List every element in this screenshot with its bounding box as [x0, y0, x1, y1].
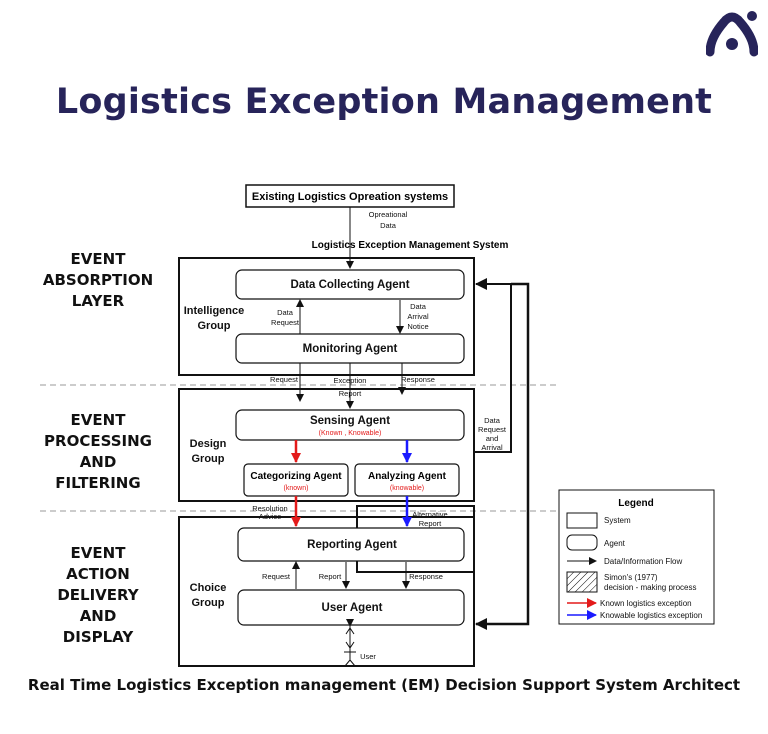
data-arrival-label-3: Notice: [407, 322, 428, 331]
data-collecting-agent: [235, 269, 465, 300]
advice-label: Advice: [259, 512, 282, 521]
sensing-agent-sub: (Known , Knowable): [319, 430, 382, 437]
sensing-agent-label: Sensing Agent: [310, 415, 390, 427]
operational-data-label-1: Opreational: [369, 210, 408, 219]
design-group-box: [178, 388, 475, 502]
analyzing-agent-sub: (knowable): [390, 485, 424, 492]
layer-processing-3: AND: [80, 453, 117, 471]
data-arrival-label-1: Data: [410, 302, 427, 311]
intelligence-group-label-1: Intelligence: [184, 305, 245, 317]
legend-simon-1: Simon's (1977): [604, 573, 658, 582]
sensing-agent: [235, 409, 465, 441]
response2-label: Response: [409, 572, 443, 581]
layer-delivery-2: ACTION: [66, 565, 130, 583]
side-data-label-3: and: [486, 434, 499, 443]
categorizing-agent-label: Categorizing Agent: [250, 471, 342, 482]
exception-report-label: Report: [339, 389, 362, 398]
legend-title: Legend: [618, 498, 654, 509]
data-request-label-2: Request: [271, 318, 300, 327]
layer-delivery-1: EVENT: [71, 544, 127, 562]
analyzing-agent-label: Analyzing Agent: [368, 471, 447, 482]
layer-delivery-3: DELIVERY: [57, 586, 139, 604]
alternative-label: Alternative: [412, 510, 447, 519]
intelligence-group-label-2: Group: [198, 320, 231, 332]
legend-system: System: [604, 516, 631, 525]
data-request-label-1: Data: [277, 308, 294, 317]
figure-caption: Real Time Logistics Exception management…: [27, 676, 741, 694]
side-data-label-2: Request: [478, 425, 507, 434]
side-data-label-1: Data: [484, 416, 501, 425]
alternative-report-label: Report: [419, 519, 442, 528]
layer-absorption-2: ABSORPTION: [43, 271, 153, 289]
legend-known: Known logistics exception: [600, 599, 692, 608]
layer-processing-4: FILTERING: [55, 474, 140, 492]
legend-knowable: Knowable logistics exception: [600, 611, 702, 620]
monitoring-agent-label: Monitoring Agent: [303, 343, 398, 355]
user-agent-label: User Agent: [322, 602, 383, 614]
request-label: Request: [270, 375, 299, 384]
request2-label: Request: [262, 572, 291, 581]
layer-processing-2: PROCESSING: [44, 432, 152, 450]
choice-group-label-2: Group: [192, 597, 225, 609]
data-arrival-label-2: Arrival: [407, 312, 429, 321]
design-group-label-2: Group: [192, 453, 225, 465]
intelligence-group-box: [178, 257, 475, 376]
brand-logo-icon: [705, 8, 759, 58]
exception-label: Exception: [334, 376, 367, 385]
layer-absorption-3: LAYER: [72, 292, 125, 310]
page-title: Logistics Exception Management: [55, 82, 713, 122]
legend-box: [558, 489, 715, 625]
reporting-agent: [237, 527, 465, 562]
user-label: User: [360, 652, 376, 661]
existing-systems-label: Existing Logistics Opreation systems: [252, 191, 448, 203]
categorizing-agent-sub: (known): [284, 485, 309, 492]
resolution-label: Resolution: [252, 504, 287, 513]
legend-agent: Agent: [604, 539, 626, 548]
layer-delivery-5: DISPLAY: [63, 628, 135, 646]
response-label: Response: [401, 375, 435, 384]
operational-data-label-2: Data: [380, 221, 397, 230]
reporting-agent-label: Reporting Agent: [307, 539, 397, 551]
choice-group-box: [178, 516, 475, 667]
system-title: Logistics Exception Management System: [312, 240, 509, 251]
legend-simon-2: decision - making process: [604, 583, 696, 592]
choice-group-label-1: Choice: [190, 582, 227, 594]
layer-processing-1: EVENT: [71, 411, 127, 429]
side-data-label-4: Arrival: [481, 443, 503, 452]
legend-flow: Data/Information Flow: [604, 557, 682, 566]
layer-delivery-4: AND: [80, 607, 117, 625]
design-group-label-1: Design: [190, 438, 227, 450]
layer-absorption-1: EVENT: [71, 250, 127, 268]
data-collecting-agent-label: Data Collecting Agent: [290, 279, 409, 291]
report2-label: Report: [319, 572, 342, 581]
